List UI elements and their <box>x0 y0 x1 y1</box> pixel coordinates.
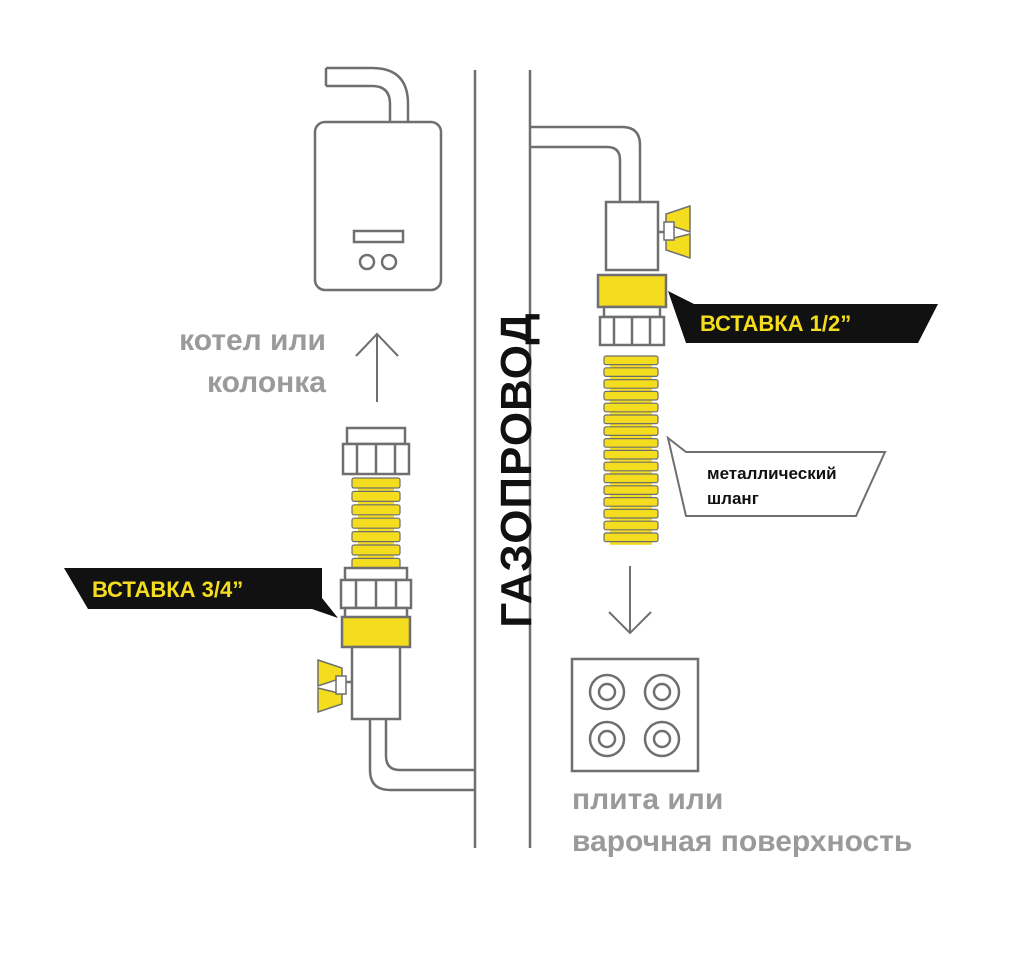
left-corrugated-hose <box>351 477 401 572</box>
left-lower-nut <box>339 566 413 620</box>
hose-rib <box>603 497 659 507</box>
hose-rib <box>603 532 659 543</box>
butterfly-valve-icon <box>663 204 691 260</box>
insert-1-2-label: ВСТАВКА 1/2” <box>700 311 852 336</box>
right-supply-pipe <box>530 125 642 202</box>
hose-rib <box>603 485 659 495</box>
hose-rib <box>351 544 401 556</box>
boiler-label: котел или колонка <box>150 320 326 404</box>
hose-rib <box>351 517 401 529</box>
right-nut <box>598 305 666 347</box>
left-valve-body <box>344 645 402 721</box>
insert-1-2-tag <box>668 291 938 343</box>
gas-pipe <box>473 70 532 848</box>
hose-rib <box>603 367 659 377</box>
hose-rib <box>351 490 401 502</box>
hose-rib <box>603 461 659 472</box>
left-fitting-assembly <box>341 426 411 476</box>
stove-icon <box>570 657 700 773</box>
insert-3-4-tag <box>64 568 338 618</box>
boiler-icon <box>313 66 443 292</box>
stove-label: плита или варочная поверхность <box>572 779 912 863</box>
hose-label-line1: металлический <box>707 464 837 483</box>
hose-rib <box>603 355 659 366</box>
boiler-label-line1: котел или <box>179 324 326 357</box>
hose-rib <box>603 390 659 401</box>
stove-label-line1: плита или <box>572 783 724 816</box>
hose-rib <box>603 414 659 425</box>
insert-1-2-fitting <box>596 273 668 309</box>
insert-3-4-fitting <box>340 615 412 649</box>
hose-rib <box>603 520 659 531</box>
gas-pipe-label: ГАЗОПРОВОД <box>492 312 541 628</box>
arrow-down-icon <box>608 566 652 635</box>
hose-rib <box>603 438 659 448</box>
hose-rib <box>603 473 659 484</box>
hose-rib <box>603 508 659 519</box>
arrow-up-icon <box>355 332 399 402</box>
hose-rib <box>351 504 401 516</box>
butterfly-valve-icon <box>317 658 347 714</box>
hose-rib <box>603 379 659 389</box>
left-supply-pipe <box>368 718 475 792</box>
hose-rib <box>351 530 401 543</box>
hose-callout <box>666 435 887 517</box>
hose-callout-label: металлический шланг <box>707 461 837 511</box>
boiler-label-line2: колонка <box>206 366 326 399</box>
hose-rib <box>603 426 659 436</box>
hose-rib <box>603 449 659 460</box>
insert-3-4-label: ВСТАВКА 3/4” <box>92 577 244 602</box>
hose-rib <box>603 402 659 413</box>
hose-label-line2: шланг <box>707 489 759 508</box>
right-valve-body <box>604 200 668 272</box>
stove-label-line2: варочная поверхность <box>572 825 913 858</box>
right-corrugated-hose <box>603 355 659 545</box>
hose-rib <box>351 477 401 489</box>
